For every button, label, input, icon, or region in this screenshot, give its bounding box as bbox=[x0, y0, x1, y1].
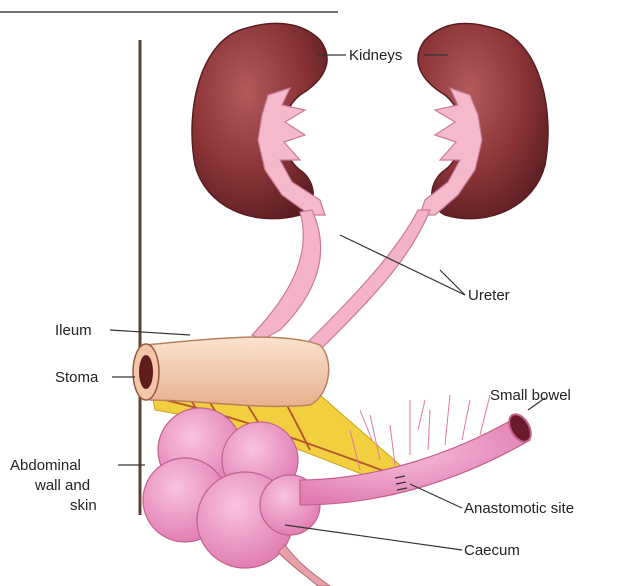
appendix bbox=[278, 545, 330, 586]
label-abdominal-line2: wall and bbox=[34, 477, 90, 494]
right-kidney bbox=[418, 23, 548, 218]
label-caecum: Caecum bbox=[464, 542, 520, 559]
label-kidneys: Kidneys bbox=[349, 47, 402, 64]
label-anastomotic-site: Anastomotic site bbox=[464, 500, 574, 517]
label-abdominal-line1: Abdominal bbox=[10, 457, 81, 474]
label-ileum: Ileum bbox=[55, 322, 92, 339]
label-ureter: Ureter bbox=[468, 287, 510, 304]
label-abdominal-line3: skin bbox=[70, 497, 97, 514]
label-small-bowel: Small bowel bbox=[490, 387, 571, 404]
ileal-conduit bbox=[145, 337, 329, 406]
left-kidney bbox=[192, 23, 327, 218]
label-stoma: Stoma bbox=[55, 369, 99, 386]
stoma-opening bbox=[139, 355, 153, 389]
left-ureter bbox=[252, 210, 321, 340]
